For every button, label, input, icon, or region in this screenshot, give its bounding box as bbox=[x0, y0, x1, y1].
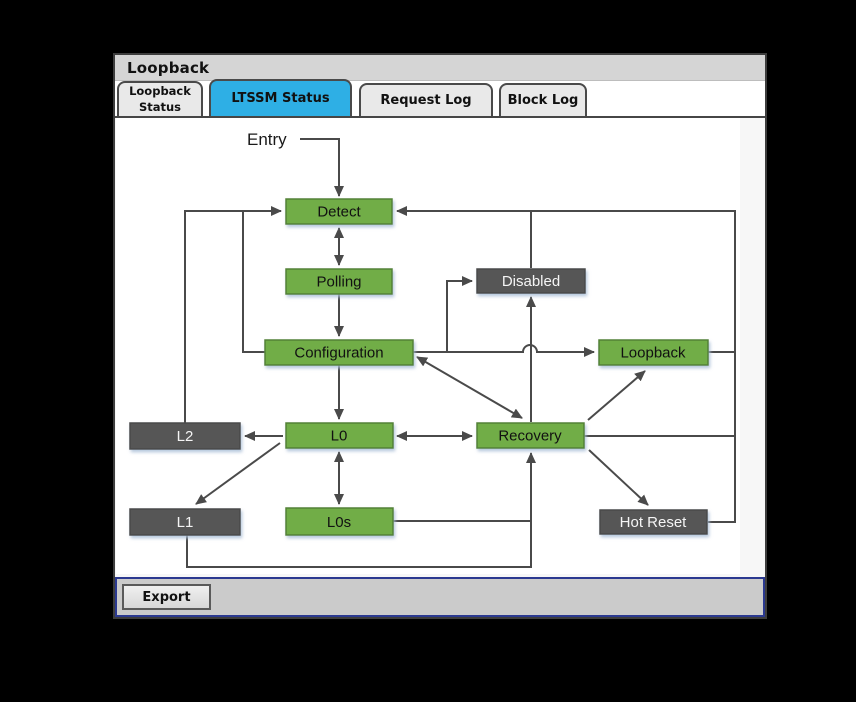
state-label-recovery: Recovery bbox=[498, 428, 562, 445]
edge-configuration-detect bbox=[242, 212, 265, 353]
loopback-window: Loopback Loopback Status LTSSM Status Re… bbox=[113, 53, 767, 619]
edge-l1-recovery-loop bbox=[186, 452, 536, 568]
ltssm-diagram: Detect Polling Configuration Disabled Lo… bbox=[116, 118, 740, 574]
edge-l2-detect bbox=[184, 206, 282, 423]
state-label-l0s: L0s bbox=[327, 514, 351, 531]
state-label-loopback: Loopback bbox=[620, 345, 686, 362]
edge-entry-detect bbox=[300, 138, 344, 197]
tab-strip: Loopback Status LTSSM Status Request Log… bbox=[115, 79, 765, 118]
tab-ltssm-status[interactable]: LTSSM Status bbox=[209, 79, 352, 116]
window-title: Loopback bbox=[127, 58, 210, 77]
edge-recovery-loopback bbox=[587, 370, 646, 421]
tab-label: Request Log bbox=[380, 93, 472, 108]
tab-request-log[interactable]: Request Log bbox=[359, 83, 493, 116]
state-node-recovery: Recovery bbox=[476, 422, 585, 449]
tab-label: Block Log bbox=[507, 93, 579, 108]
tab-loopback-status[interactable]: Loopback Status bbox=[117, 81, 203, 116]
state-label-l1: L1 bbox=[177, 514, 194, 531]
export-button[interactable]: Export bbox=[122, 584, 211, 610]
tab-block-log[interactable]: Block Log bbox=[499, 83, 587, 116]
state-label-detect: Detect bbox=[317, 204, 361, 221]
state-node-detect: Detect bbox=[285, 198, 393, 225]
ltssm-tab-panel: Detect Polling Configuration Disabled Lo… bbox=[115, 118, 765, 577]
edge-configuration-recovery bbox=[416, 356, 523, 419]
state-node-l0s: L0s bbox=[285, 507, 394, 536]
state-node-loopback: Loopback bbox=[598, 339, 709, 366]
state-label-hot-reset: Hot Reset bbox=[620, 514, 688, 531]
state-label-polling: Polling bbox=[316, 274, 361, 291]
edge-l0-l1 bbox=[195, 442, 281, 505]
state-label-l2: L2 bbox=[177, 428, 194, 445]
state-node-l1: L1 bbox=[129, 508, 241, 536]
state-node-configuration: Configuration bbox=[264, 339, 414, 366]
state-label-disabled: Disabled bbox=[502, 273, 560, 290]
state-node-l0: L0 bbox=[285, 422, 394, 449]
bottom-bar: Export bbox=[115, 577, 765, 617]
state-node-l2: L2 bbox=[129, 422, 241, 450]
state-node-disabled: Disabled bbox=[476, 268, 586, 294]
entry-label: Entry bbox=[247, 130, 287, 149]
state-node-hot-reset: Hot Reset bbox=[599, 509, 708, 535]
tab-label: Loopback Status bbox=[129, 83, 191, 114]
edge-configuration-disabled bbox=[446, 276, 473, 351]
title-bar: Loopback bbox=[115, 55, 765, 81]
tab-label: LTSSM Status bbox=[231, 91, 330, 106]
state-node-polling: Polling bbox=[285, 268, 393, 295]
state-label-l0: L0 bbox=[331, 428, 348, 445]
edge-recovery-hot-reset bbox=[588, 449, 649, 506]
state-label-configuration: Configuration bbox=[294, 345, 383, 362]
edge-right-return-detect bbox=[396, 206, 736, 523]
